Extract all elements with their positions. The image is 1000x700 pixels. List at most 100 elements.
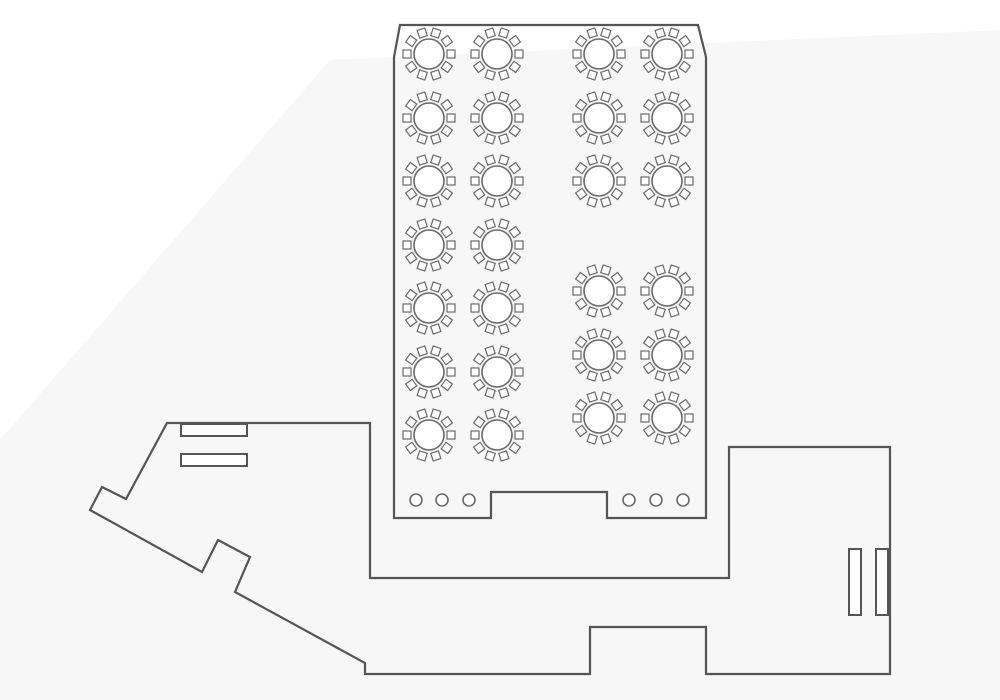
chair-icon [514, 240, 524, 250]
cocktail-table-icon [676, 493, 690, 507]
chair-icon [484, 408, 496, 420]
chair-icon [440, 415, 454, 429]
chair-icon [484, 154, 496, 166]
chair-icon [572, 413, 582, 423]
chair-icon [654, 196, 666, 208]
chair-icon [610, 271, 624, 285]
chair-icon [440, 251, 454, 265]
chair-icon [610, 361, 624, 375]
chair-icon [678, 424, 692, 438]
round-table-icon [402, 27, 456, 81]
chair-icon [508, 378, 522, 392]
chair-icon [616, 113, 626, 123]
table-top [481, 356, 513, 388]
chair-icon [402, 176, 412, 186]
table-top [481, 102, 513, 134]
bar-counter [180, 423, 248, 437]
chair-icon [572, 350, 582, 360]
chair-icon [610, 297, 624, 311]
chair-icon [640, 49, 650, 59]
round-table-icon [640, 154, 694, 208]
round-table-icon [572, 391, 626, 445]
chair-icon [654, 27, 666, 39]
chair-icon [430, 260, 442, 272]
chair-icon [404, 251, 418, 265]
chair-icon [668, 69, 680, 81]
table-top [481, 165, 513, 197]
bar-counter [875, 548, 889, 616]
chair-icon [654, 328, 666, 340]
chair-icon [600, 328, 612, 340]
cocktail-table-icon [435, 493, 449, 507]
chair-icon [416, 450, 428, 462]
chair-icon [484, 27, 496, 39]
chair-icon [668, 370, 680, 382]
chair-icon [404, 34, 418, 48]
chair-icon [472, 441, 486, 455]
chair-icon [514, 430, 524, 440]
chair-icon [610, 398, 624, 412]
chair-icon [572, 113, 582, 123]
round-table-icon [572, 154, 626, 208]
chair-icon [430, 345, 442, 357]
round-table-icon [470, 408, 524, 462]
chair-icon [678, 187, 692, 201]
round-tables [402, 27, 694, 462]
chair-icon [472, 34, 486, 48]
chair-icon [484, 345, 496, 357]
chair-icon [508, 225, 522, 239]
round-table-icon [572, 27, 626, 81]
chair-icon [572, 286, 582, 296]
chair-icon [484, 69, 496, 81]
chair-icon [668, 27, 680, 39]
table-top [481, 292, 513, 324]
chair-icon [470, 367, 480, 377]
chair-icon [574, 60, 588, 74]
chair-icon [440, 98, 454, 112]
chair-icon [498, 323, 510, 335]
chair-icon [586, 264, 598, 276]
chair-icon [404, 60, 418, 74]
chair-icon [472, 415, 486, 429]
chair-icon [416, 345, 428, 357]
chair-icon [586, 433, 598, 445]
table-top [583, 38, 615, 70]
round-table-icon [640, 27, 694, 81]
chair-icon [642, 335, 656, 349]
chair-icon [404, 415, 418, 429]
table-top [413, 38, 445, 70]
chair-icon [640, 113, 650, 123]
chair-icon [586, 69, 598, 81]
chair-icon [470, 176, 480, 186]
chair-icon [404, 124, 418, 138]
chair-icon [600, 154, 612, 166]
chair-icon [470, 240, 480, 250]
chair-icon [654, 264, 666, 276]
table-top [651, 402, 683, 434]
table-top [413, 165, 445, 197]
chair-icon [586, 370, 598, 382]
chair-icon [472, 352, 486, 366]
chair-icon [514, 113, 524, 123]
cocktail-table-icon [622, 493, 636, 507]
chair-icon [430, 450, 442, 462]
chair-icon [678, 161, 692, 175]
chair-icon [430, 154, 442, 166]
chair-icon [484, 323, 496, 335]
chair-icon [574, 271, 588, 285]
chair-icon [684, 113, 694, 123]
chair-icon [684, 176, 694, 186]
chair-icon [440, 187, 454, 201]
chair-icon [600, 69, 612, 81]
chair-icon [678, 124, 692, 138]
chair-icon [484, 133, 496, 145]
chair-icon [684, 350, 694, 360]
table-top [583, 165, 615, 197]
table-top [651, 275, 683, 307]
chair-icon [514, 303, 524, 313]
chair-icon [678, 60, 692, 74]
chair-icon [440, 225, 454, 239]
round-table-icon [470, 345, 524, 399]
chair-icon [402, 49, 412, 59]
